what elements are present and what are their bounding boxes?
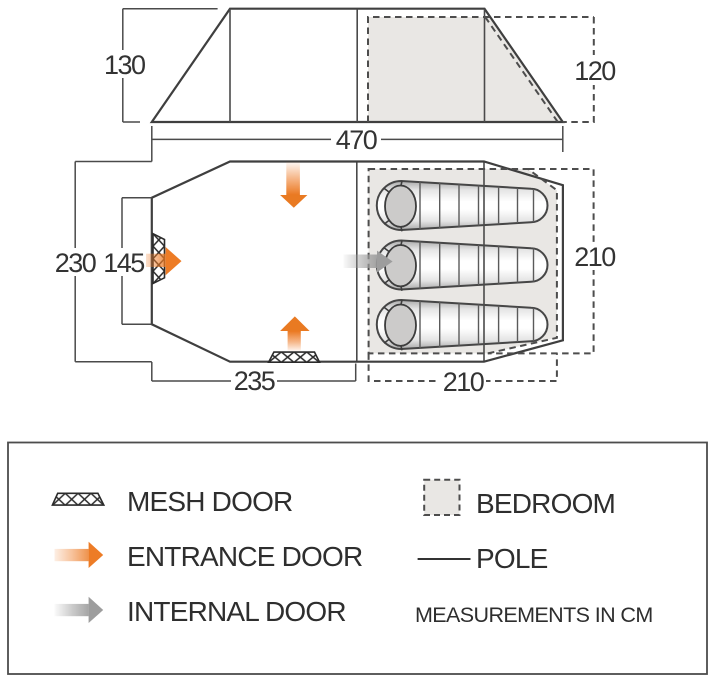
svg-text:POLE: POLE <box>476 543 548 574</box>
svg-text:230: 230 <box>55 248 96 278</box>
svg-text:235: 235 <box>234 366 275 396</box>
svg-text:130: 130 <box>104 50 145 80</box>
svg-text:145: 145 <box>103 248 144 278</box>
svg-text:BEDROOM: BEDROOM <box>476 488 615 519</box>
svg-text:MEASUREMENTS IN CM: MEASUREMENTS IN CM <box>415 603 653 627</box>
svg-text:210: 210 <box>443 367 484 397</box>
svg-text:210: 210 <box>574 242 615 272</box>
svg-text:470: 470 <box>336 125 377 155</box>
svg-text:ENTRANCE DOOR: ENTRANCE DOOR <box>127 541 362 572</box>
svg-text:120: 120 <box>574 56 615 86</box>
svg-text:INTERNAL DOOR: INTERNAL DOOR <box>127 596 346 627</box>
svg-text:MESH DOOR: MESH DOOR <box>127 486 292 517</box>
